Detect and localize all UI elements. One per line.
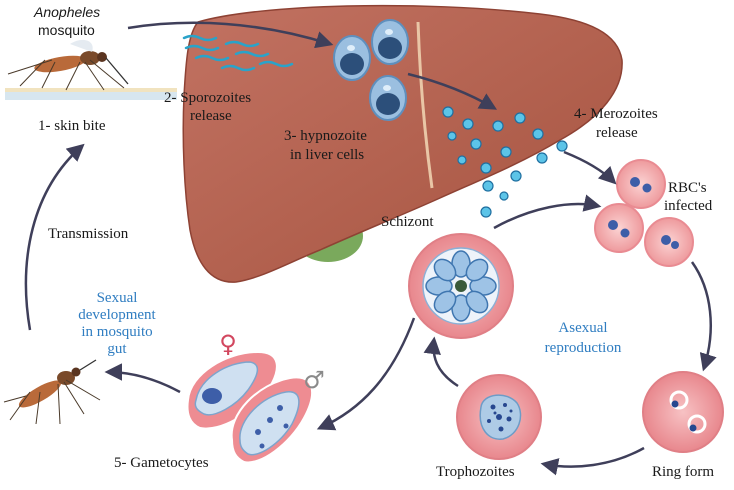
male-symbol: ♂	[303, 366, 325, 394]
mosquito-bottom	[3, 359, 101, 425]
skin-surface	[5, 92, 177, 100]
arrow-gametocytes-to-mosquito	[104, 363, 181, 394]
anopheles-label: Anopheles	[34, 4, 101, 20]
ring-form-cell	[642, 371, 724, 453]
liver-body	[182, 4, 623, 283]
female-symbol: ♀	[219, 330, 237, 358]
cycle-arrows	[24, 21, 717, 476]
transmission-label: Transmission	[48, 226, 129, 242]
arrow-hypnozoite-to-merozoites	[407, 72, 498, 110]
ring-form-label: Ring form	[652, 464, 715, 480]
infected-label: infected	[664, 198, 713, 214]
sexual-label-1: Sexual	[96, 290, 138, 306]
schizont-cell	[408, 233, 514, 339]
infected-rbcs	[594, 159, 694, 267]
sporozoites-label: 2- Sporozoites	[164, 90, 252, 106]
hypnozoite-label: 3- hypnozoite	[284, 128, 367, 144]
sexual-label-3: in mosquito	[81, 324, 153, 340]
sporozoites-release-label: release	[190, 108, 232, 124]
arrow-schizont-to-gametocytes	[316, 317, 416, 431]
merozoites-label: 4- Merozoites	[574, 106, 658, 122]
mosquito-top	[5, 39, 177, 100]
merozoites	[442, 106, 568, 218]
skin-bite-label: 1- skin bite	[38, 118, 106, 134]
gametocyte-male	[230, 376, 313, 464]
hypnozoite-cells	[333, 19, 409, 121]
asexual-label-1: Asexual	[558, 320, 608, 336]
arrow-bite-to-liver	[127, 21, 334, 49]
gametocytes-label: 5- Gametocytes	[114, 455, 209, 471]
arrow-transmission	[24, 143, 85, 331]
trophozoites-label: Trophozoites	[436, 464, 515, 480]
trophozoite-cell	[456, 374, 542, 460]
arrow-merozoites-to-rbc	[563, 150, 617, 185]
arrow-trophozoite-to-schizont	[423, 336, 459, 388]
rbcs-label: RBC's	[668, 180, 707, 196]
arrow-ring-to-trophozoite	[540, 446, 645, 476]
gametocyte-female	[186, 350, 278, 430]
liver	[182, 4, 623, 283]
sexual-label-4: gut	[107, 341, 127, 357]
sporozoites	[182, 34, 294, 72]
mosquito-label: mosquito	[38, 22, 95, 38]
sexual-label-2: development	[78, 307, 156, 323]
arrow-rbc-to-ring	[690, 261, 717, 372]
liver-cells-label: in liver cells	[290, 147, 365, 163]
arrow-schizont-to-rbc	[493, 194, 602, 230]
schizont-label: Schizont	[381, 214, 434, 230]
merozoites-release-label: release	[596, 125, 638, 141]
liver-ligament	[416, 21, 434, 189]
asexual-label-2: reproduction	[544, 340, 622, 356]
